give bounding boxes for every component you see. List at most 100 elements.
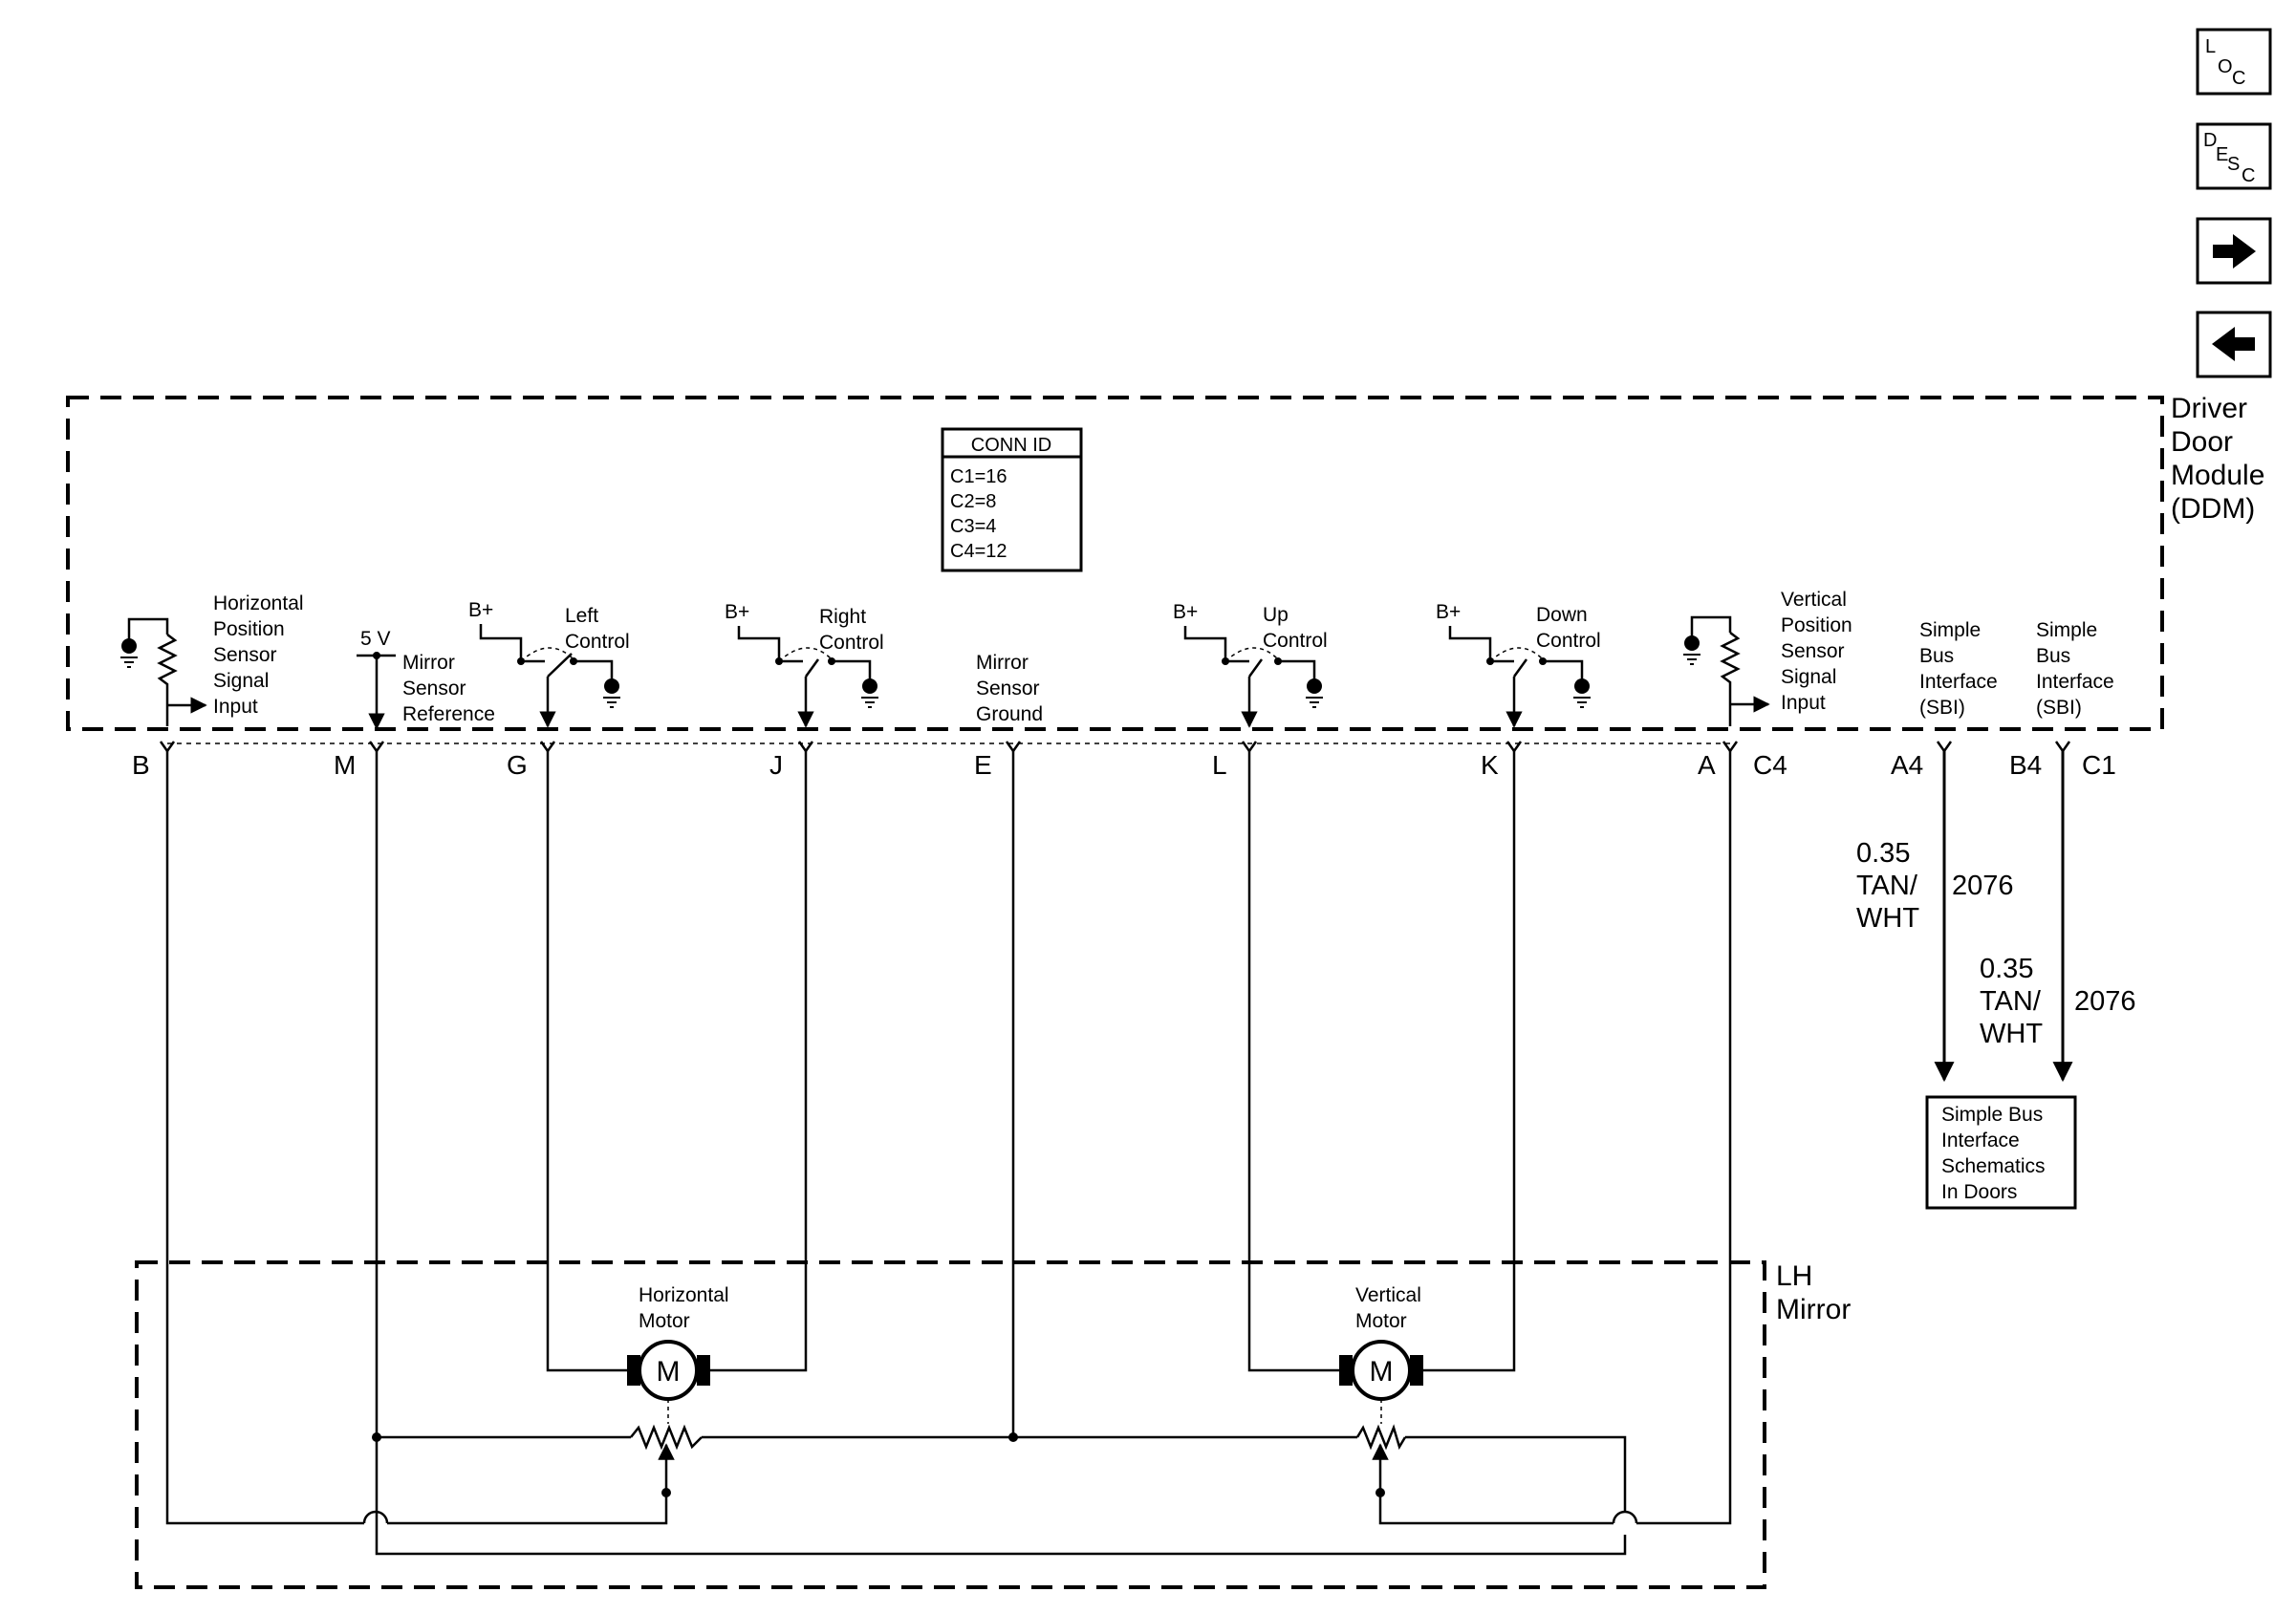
wire-label-b4: 0.35 TAN/ WHT 2076 <box>1980 954 2136 1049</box>
svg-text:Interface: Interface <box>1941 1130 2020 1151</box>
sbi-wires <box>1934 751 2073 1083</box>
svg-text:Simple: Simple <box>2036 619 2097 641</box>
svg-text:Bus: Bus <box>1919 645 1954 667</box>
previous-page-button[interactable] <box>2196 311 2272 378</box>
horizontal-motor: Horizontal Motor M <box>627 1284 729 1493</box>
loc-base: O <box>2218 56 2233 77</box>
pin-b: B <box>132 750 150 780</box>
conn-id-table: CONN ID C1=16 C2=8 C3=4 C4=12 <box>941 427 1083 572</box>
pin-a: A <box>1698 750 1716 780</box>
svg-text:Sensor: Sensor <box>1781 640 1845 662</box>
svg-text:Up: Up <box>1263 604 1289 626</box>
svg-text:Input: Input <box>1781 692 1826 714</box>
svg-text:WHT: WHT <box>1856 903 1919 934</box>
svg-text:(SBI): (SBI) <box>1919 697 1965 719</box>
vertical-position-sensor <box>1683 615 1770 726</box>
pin-b4: B4 <box>2009 750 2042 780</box>
svg-text:Interface: Interface <box>1919 671 1998 693</box>
left-control-switch: B+ Left Control <box>468 599 630 728</box>
pin-labels: B M G J E L K A C4 A4 B4 C1 <box>132 750 2116 780</box>
svg-text:Control: Control <box>1536 630 1601 652</box>
svg-text:TAN/: TAN/ <box>1856 871 1918 901</box>
svg-text:Interface: Interface <box>2036 671 2114 693</box>
pin-k: K <box>1481 750 1499 780</box>
svg-text:Simple: Simple <box>1919 619 1981 641</box>
svg-text:Position: Position <box>1781 614 1852 636</box>
svg-text:(DDM): (DDM) <box>2171 493 2255 525</box>
svg-text:Driver: Driver <box>2171 393 2247 424</box>
sbi-schematics-link[interactable]: Simple Bus Interface Schematics In Doors <box>1925 1095 2077 1210</box>
desc-sub2: C <box>2242 165 2255 186</box>
svg-text:Right: Right <box>819 606 866 628</box>
svg-text:(SBI): (SBI) <box>2036 697 2082 719</box>
loc-sub1: L <box>2205 36 2216 57</box>
location-button[interactable]: L O C <box>2196 28 2272 96</box>
ddm-label: Driver Door Module (DDM) <box>2171 393 2264 525</box>
svg-text:Left: Left <box>565 605 598 627</box>
motor-symbol: M <box>657 1356 681 1388</box>
svg-text:TAN/: TAN/ <box>1980 986 2042 1017</box>
right-control-switch: B+ Right Control <box>725 601 884 728</box>
svg-text:In Doors: In Doors <box>1941 1181 2017 1203</box>
ddm-boundary <box>66 396 2164 731</box>
svg-text:Down: Down <box>1536 604 1588 626</box>
svg-text:Signal: Signal <box>213 670 269 692</box>
vertical-motor: Vertical Motor M <box>1339 1284 1423 1493</box>
svg-text:WHT: WHT <box>1980 1019 2043 1049</box>
svg-text:0.35: 0.35 <box>1856 838 1910 869</box>
svg-text:B+: B+ <box>1173 601 1198 623</box>
pin-m: M <box>334 750 356 780</box>
five-volt-reference: 5 V Mirror Sensor Reference <box>357 628 495 730</box>
description-button[interactable]: D E S C <box>2196 122 2272 190</box>
pin-g: G <box>507 750 528 780</box>
pin-j: J <box>769 750 783 780</box>
svg-text:Reference: Reference <box>402 703 495 725</box>
svg-text:Bus: Bus <box>2036 645 2070 667</box>
down-control-switch: B+ Down Control <box>1436 601 1601 728</box>
svg-text:Sensor: Sensor <box>402 678 466 699</box>
horizontal-position-sensor <box>120 617 207 726</box>
harness-wires <box>165 751 1732 1556</box>
conn-id-row: C3=4 <box>950 516 996 537</box>
svg-text:2076: 2076 <box>1952 871 2014 901</box>
svg-text:Sensor: Sensor <box>976 678 1040 699</box>
wire-label-a4: 0.35 TAN/ WHT 2076 <box>1856 838 2014 934</box>
svg-text:0.35: 0.35 <box>1980 954 2033 984</box>
right-arrow-icon <box>2213 234 2256 269</box>
pin-e: E <box>974 750 992 780</box>
sbi-label-a4: Simple Bus Interface (SBI) <box>1919 619 1998 719</box>
svg-text:B+: B+ <box>1436 601 1461 623</box>
conn-id-row: C2=8 <box>950 491 996 512</box>
svg-text:Motor: Motor <box>1355 1310 1407 1332</box>
pin-c4: C4 <box>1753 750 1787 780</box>
svg-text:Mirror: Mirror <box>1776 1294 1851 1325</box>
svg-text:B+: B+ <box>468 599 493 621</box>
left-arrow-icon <box>2212 327 2255 361</box>
svg-text:Horizontal: Horizontal <box>213 592 304 614</box>
loc-sub2: C <box>2232 68 2245 89</box>
desc-base1: E <box>2216 144 2228 165</box>
conn-id-row: C4=12 <box>950 541 1007 562</box>
conn-id-title: CONN ID <box>971 435 1051 456</box>
svg-text:Input: Input <box>213 696 258 718</box>
junction-dots <box>372 1432 1385 1497</box>
svg-text:Control: Control <box>1263 630 1328 652</box>
svg-text:B+: B+ <box>725 601 749 623</box>
svg-text:Horizontal: Horizontal <box>639 1284 729 1306</box>
pin-l: L <box>1212 750 1227 780</box>
next-page-button[interactable] <box>2196 217 2272 285</box>
up-control-switch: B+ Up Control <box>1173 601 1328 728</box>
svg-text:Module: Module <box>2171 460 2264 491</box>
svg-text:Control: Control <box>565 631 630 653</box>
svg-text:Ground: Ground <box>976 703 1043 725</box>
lh-mirror-label: LH Mirror <box>1776 1260 1851 1325</box>
svg-text:Position: Position <box>213 618 285 640</box>
svg-text:2076: 2076 <box>2074 986 2136 1017</box>
svg-text:Signal: Signal <box>1781 666 1836 688</box>
motor-symbol: M <box>1370 1356 1394 1388</box>
svg-text:LH: LH <box>1776 1260 1812 1292</box>
five-volt-label: 5 V <box>360 628 391 650</box>
pin-c1: C1 <box>2082 750 2116 780</box>
sbi-label-b4: Simple Bus Interface (SBI) <box>2036 619 2114 719</box>
